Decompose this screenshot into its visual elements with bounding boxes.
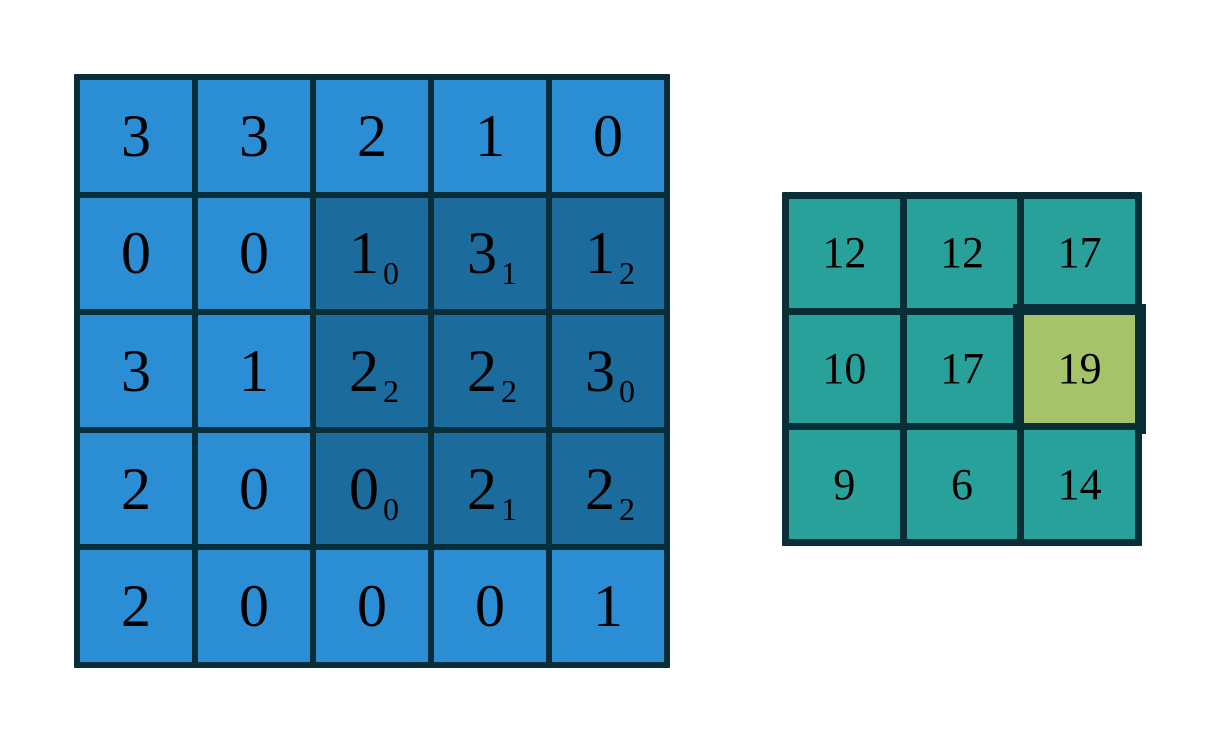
input-cell-value: 0 [593, 102, 623, 169]
output-cell-r2-c1: 6 [906, 430, 1018, 539]
output-cell-value: 17 [939, 343, 984, 393]
input-cell-value: 0 [121, 220, 151, 287]
input-cell-value: 3 [467, 220, 497, 287]
output-cell-value: 19 [1057, 343, 1102, 393]
input-cell-value: 0 [239, 573, 269, 640]
input-cell-value: 2 [121, 455, 151, 522]
input-cell-r4-c3: 0 [434, 550, 546, 662]
input-cell-value: 0 [349, 455, 379, 522]
input-cell-value: 2 [121, 573, 151, 640]
input-cell-value: 3 [239, 102, 269, 169]
output-cell-value: 9 [833, 459, 856, 509]
kernel-weight-subscript: 0 [383, 490, 399, 527]
input-cell-r0-c4: 0 [552, 80, 664, 192]
input-cell-value: 0 [239, 455, 269, 522]
input-cell-value: 0 [475, 573, 505, 640]
output-cell-r2-c0: 9 [789, 430, 900, 539]
input-cell-value: 3 [121, 337, 151, 404]
input-cell-r1-c1: 0 [198, 197, 310, 310]
output-cell-r1-c0: 10 [789, 314, 900, 424]
kernel-weight-subscript: 0 [383, 255, 399, 292]
output-cell-value: 17 [1057, 228, 1102, 278]
input-cell-r4-c0: 2 [80, 550, 192, 662]
output-matrix: 12 12 17 10 17 19 9 6 14 [782, 192, 1146, 546]
output-cell-r0-c1: 12 [906, 199, 1018, 308]
input-cell-r2-c0: 3 [80, 315, 192, 427]
output-cell-r0-c0: 12 [789, 199, 900, 308]
input-cell-value: 0 [239, 220, 269, 287]
output-cell-value: 12 [822, 228, 867, 278]
input-cell-r1-c0: 0 [80, 197, 192, 310]
input-cell-value: 0 [357, 573, 387, 640]
input-cell-value: 1 [239, 337, 269, 404]
output-cell-value: 14 [1057, 459, 1102, 509]
input-cell-value: 3 [121, 102, 151, 169]
input-cell-r3-c0: 2 [80, 432, 192, 545]
kernel-weight-subscript: 2 [383, 372, 399, 409]
output-cell-r1-c1: 17 [906, 314, 1018, 424]
output-cell-value: 12 [939, 228, 984, 278]
kernel-weight-subscript: 2 [501, 372, 517, 409]
input-cell-value: 2 [585, 455, 615, 522]
input-cell-value: 2 [467, 337, 497, 404]
input-cell-r0-c1: 3 [198, 80, 310, 192]
output-cell-r2-c2: 14 [1024, 430, 1135, 539]
input-cell-value: 2 [467, 455, 497, 522]
output-cell-r0-c2: 17 [1024, 199, 1135, 308]
kernel-weight-subscript: 2 [619, 490, 635, 527]
kernel-weight-subscript: 0 [619, 372, 635, 409]
output-cell-value: 10 [822, 343, 867, 393]
input-cell-r4-c1: 0 [198, 550, 310, 662]
input-cell-r3-c1: 0 [198, 432, 310, 545]
input-cell-value: 3 [585, 337, 615, 404]
input-cell-value: 2 [349, 337, 379, 404]
input-cell-r2-c1: 1 [198, 315, 310, 427]
output-cell-value: 6 [950, 459, 973, 509]
input-cell-value: 1 [475, 102, 505, 169]
input-cell-r4-c4: 1 [552, 550, 664, 662]
input-cell-r0-c3: 1 [434, 80, 546, 192]
input-cell-value: 1 [585, 220, 615, 287]
input-cell-value: 2 [357, 102, 387, 169]
kernel-weight-subscript: 1 [501, 255, 517, 292]
input-cell-r0-c0: 3 [80, 80, 192, 192]
input-cell-r4-c2: 0 [316, 550, 428, 662]
kernel-weight-subscript: 2 [619, 255, 635, 292]
input-cell-value: 1 [349, 220, 379, 287]
input-cell-r0-c2: 2 [316, 80, 428, 192]
input-cell-value: 1 [593, 573, 623, 640]
output-cell-r1-c2: 19 [1013, 303, 1146, 434]
kernel-weight-subscript: 1 [501, 490, 517, 527]
